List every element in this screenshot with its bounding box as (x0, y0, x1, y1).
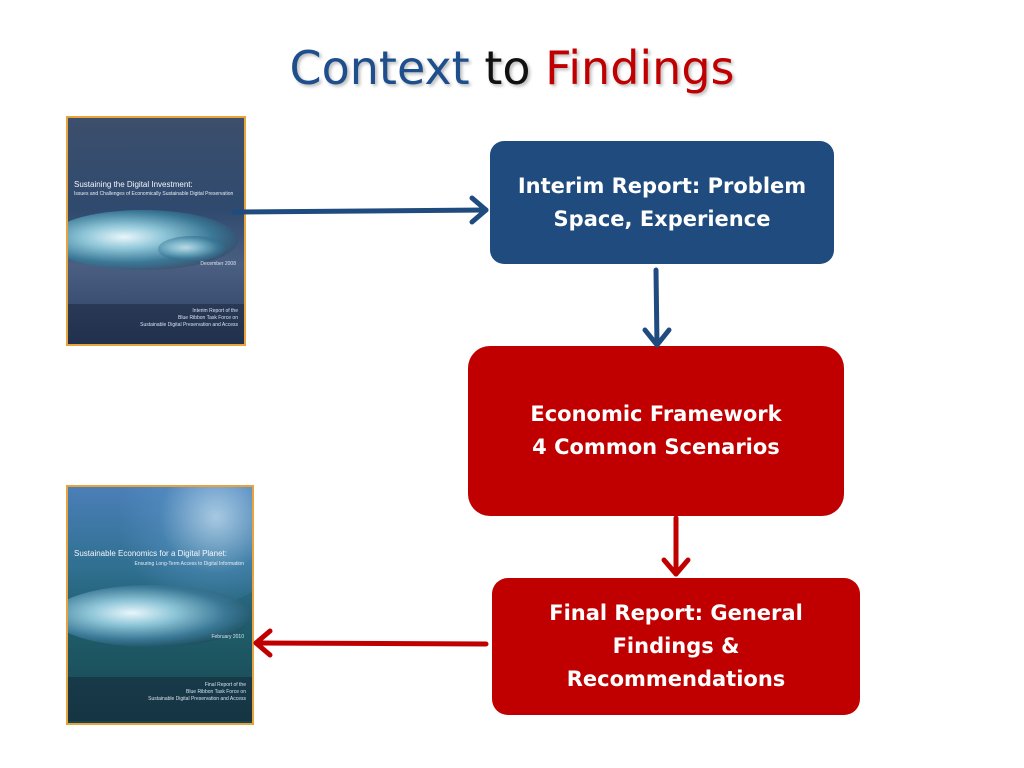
interim-report-box: Interim Report: Problem Space, Experienc… (490, 141, 834, 264)
title-to: to (484, 41, 531, 95)
interim-cover-footer-1: Interim Report of the (192, 308, 238, 314)
interim-cover-footer-band (68, 304, 244, 344)
interim-cover-footer-3: Sustainable Digital Preservation and Acc… (140, 322, 238, 328)
framework-box-line-2: 4 Common Scenarios (532, 435, 780, 459)
final-cover-footer-3: Sustainable Digital Preservation and Acc… (148, 696, 246, 702)
economic-framework-box: Economic Framework 4 Common Scenarios (468, 346, 844, 516)
final-cover-footer-band (68, 677, 252, 721)
slide-title: Context to Findings (0, 38, 1024, 98)
final-report-box: Final Report: General Findings & Recomme… (492, 578, 860, 715)
arrow-cover-to-interim (231, 195, 489, 225)
final-box-line-2: Findings & (612, 634, 740, 658)
final-cover-footer-1: Final Report of the (204, 682, 246, 688)
final-cover-subtitle: Ensuring Long-Term Access to Digital Inf… (134, 561, 245, 567)
interim-box-line-2: Space, Experience (553, 206, 771, 231)
final-cover-date: February 2010 (211, 634, 244, 640)
title-findings: Findings (545, 41, 735, 95)
interim-cover-footer-2: Blue Ribbon Task Force on (178, 315, 238, 321)
final-cover-title: Sustainable Economics for a Digital Plan… (74, 549, 227, 558)
interim-report-cover: Sustaining the Digital Investment: Issue… (66, 116, 246, 346)
cover-disc-small-graphic (158, 236, 228, 262)
final-box-line-1: Final Report: General (549, 601, 803, 625)
final-cover-footer-2: Blue Ribbon Task Force on (186, 689, 246, 695)
framework-box-line-1: Economic Framework (530, 402, 782, 426)
interim-cover-subtitle: Issues and Challenges of Economically Su… (74, 191, 234, 197)
interim-cover-date: December 2008 (200, 261, 236, 267)
interim-cover-title: Sustaining the Digital Investment: (74, 180, 193, 189)
arrow-framework-to-final (661, 515, 691, 577)
cover-disc-graphic (68, 585, 252, 647)
final-report-cover: Sustainable Economics for a Digital Plan… (66, 485, 254, 725)
interim-box-line-1: Interim Report: Problem (517, 173, 807, 198)
arrow-final-to-cover (253, 628, 489, 658)
title-context: Context (289, 41, 470, 95)
arrow-interim-to-framework (642, 267, 672, 348)
final-box-line-3: Recommendations (566, 667, 786, 691)
